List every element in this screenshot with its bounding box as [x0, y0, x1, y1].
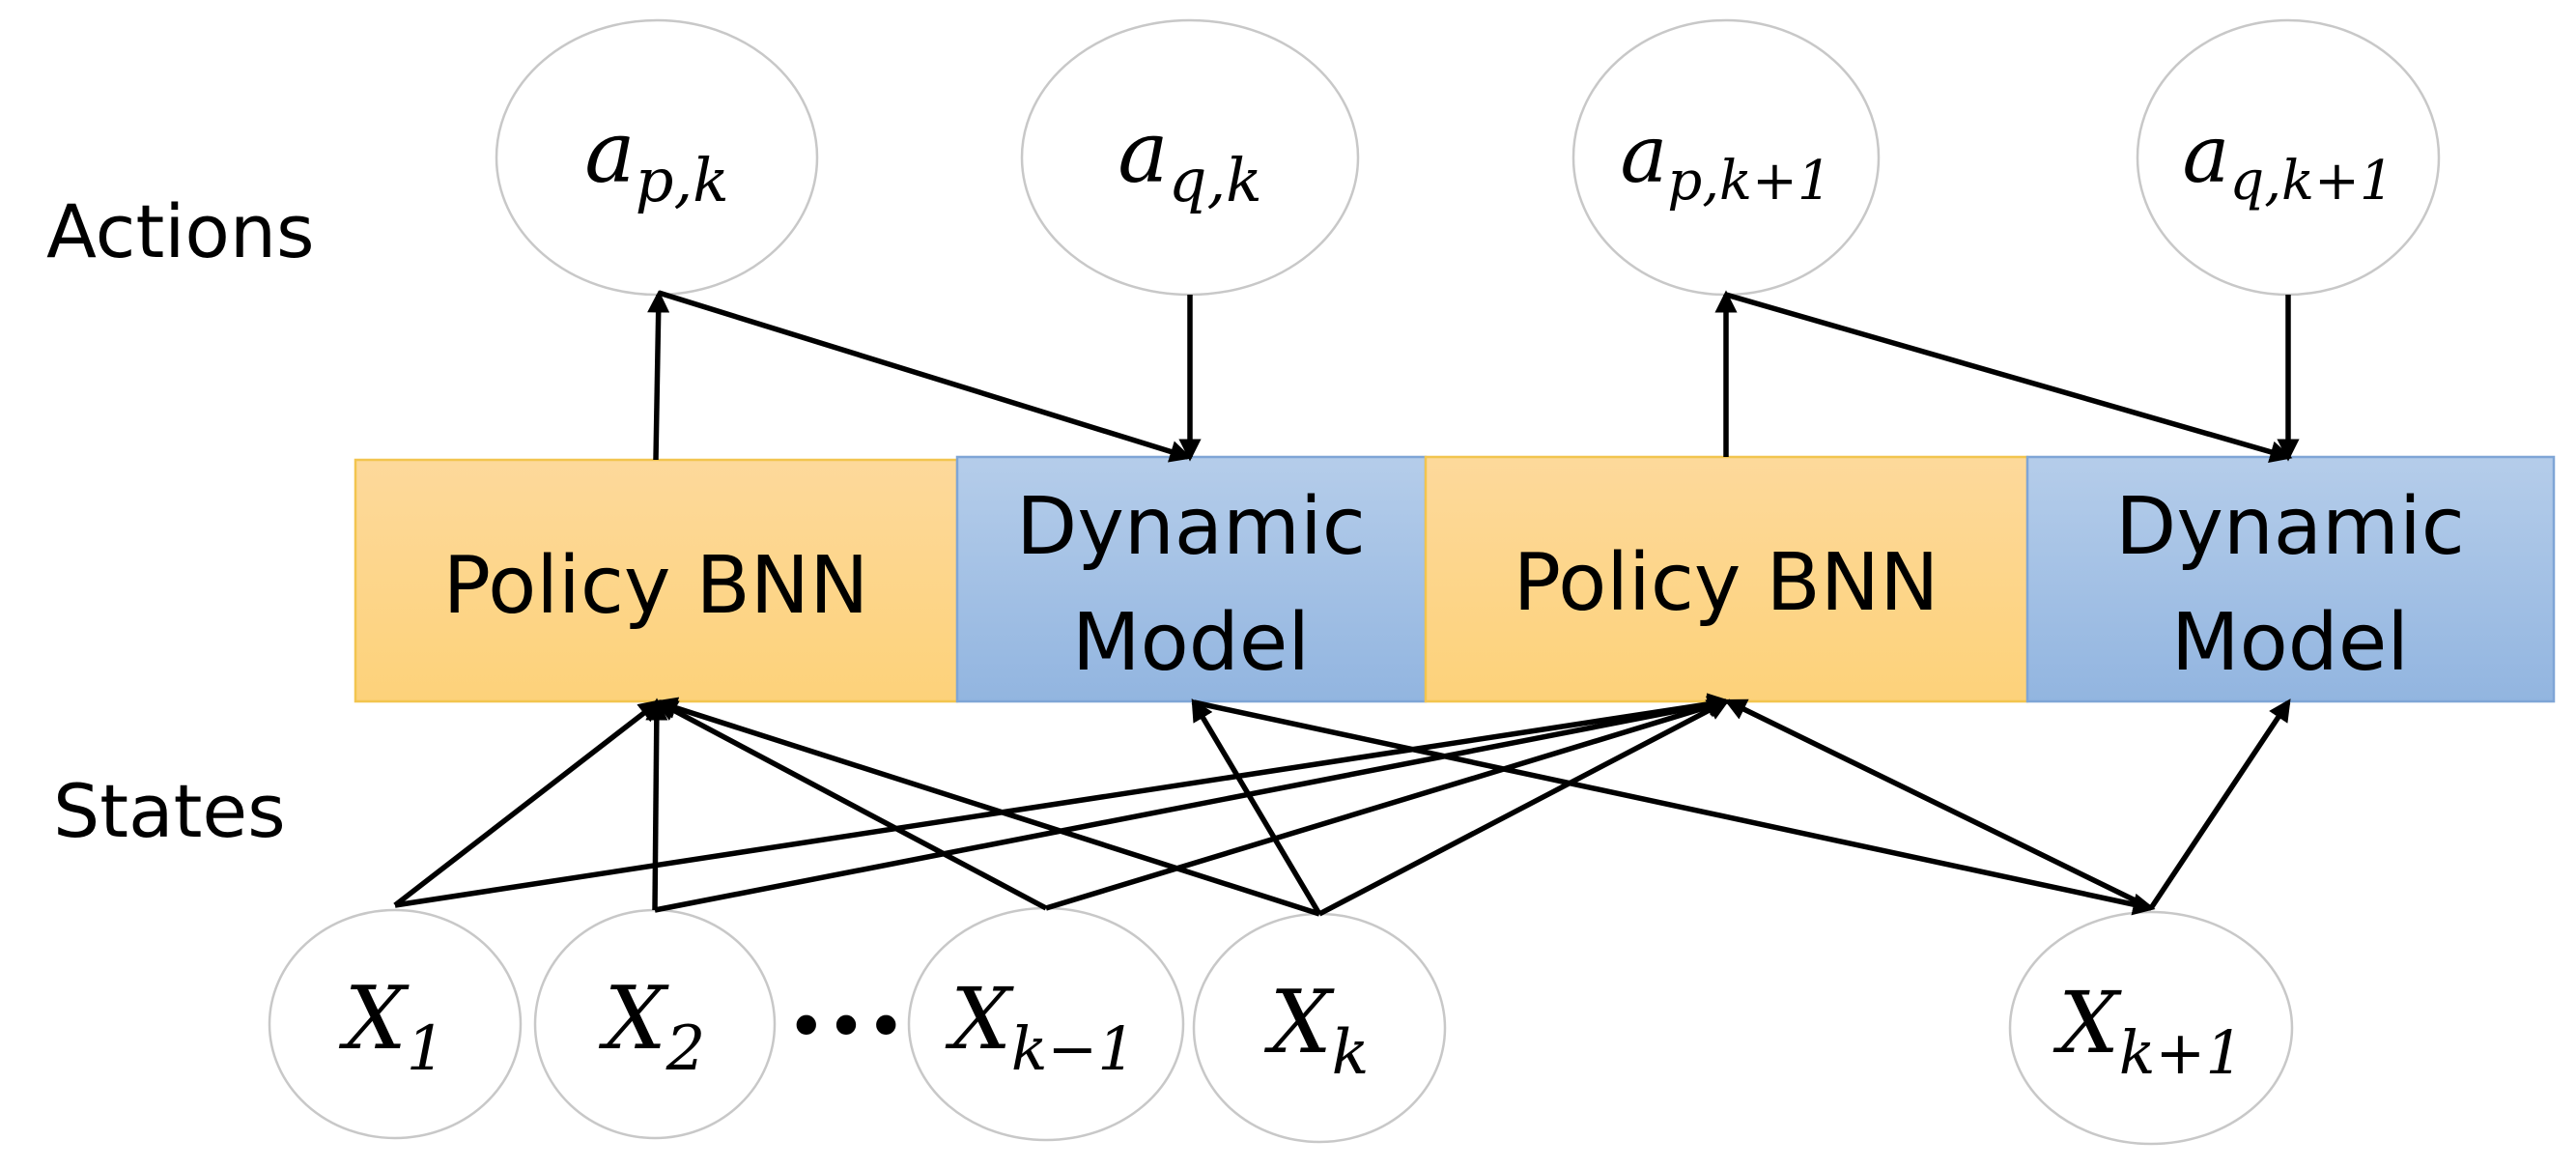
actions-row-label: Actions: [46, 188, 315, 274]
x-k1-sub: k+1: [2119, 1017, 2244, 1088]
states-row-label: States: [53, 768, 286, 854]
action-node-a-p-k1: ap,k+1: [1571, 18, 1881, 297]
edge-a-p-k-to-dynamic1: [658, 290, 1193, 463]
dynamic-model-1-label-line1: Dynamic: [1016, 481, 1366, 573]
policy-bnn-1-label: Policy BNN: [443, 540, 869, 632]
edge-a-p-k1-to-dynamic2: [1725, 292, 2293, 463]
action-node-a-q-k: aq,k: [1020, 18, 1360, 297]
edge-xk-1-to-policy1: [654, 699, 1048, 911]
edge-dynamic1-to-xk1: [1193, 699, 2156, 916]
edge-xk-to-policy1: [654, 697, 1320, 917]
action-nodes: ap,k aq,k ap,k+1 aq,k+1: [495, 18, 2441, 297]
a-q-k1-sub: q,k+1: [2229, 150, 2393, 213]
state-node-x-k1: Xk+1: [2008, 910, 2294, 1146]
policy-bnn-2-label: Policy BNN: [1514, 537, 1939, 629]
edge-xk-to-dynamic1: [1191, 699, 1322, 916]
policy-bnn-block-1: Policy BNN: [354, 458, 959, 703]
x-1-sub: 1: [407, 1013, 446, 1085]
policy-bnn-block-2: Policy BNN: [1424, 455, 2029, 703]
x-1-base: X: [339, 968, 410, 1069]
policy-bnn-1-box: [354, 458, 959, 703]
svg-text:ap,k+1: ap,k+1: [1620, 109, 1831, 213]
edge-policy1-to-a-p-k: [647, 290, 670, 461]
ellipsis-dots: •••: [786, 987, 906, 1067]
svg-text:Xk+1: Xk+1: [2052, 973, 2244, 1088]
state-node-x-k: Xk: [1192, 912, 1447, 1144]
edge-xk-to-policy2: [1317, 699, 1731, 917]
dynamic-model-2-box: [2025, 455, 2556, 703]
state-nodes: X1 X2 ••• Xk−1 Xk Xk+1: [268, 906, 2294, 1146]
svg-text:Xk: Xk: [1264, 972, 1370, 1089]
edge-x2-to-policy1: [645, 698, 668, 911]
action-node-a-p-k: ap,k: [495, 18, 819, 297]
dynamic-model-2-label-line1: Dynamic: [2115, 481, 2465, 573]
edge-xk1-to-policy2: [1723, 699, 2153, 911]
edge-xk-1-to-policy2: [1045, 696, 1731, 911]
action-node-a-q-k1: aq,k+1: [2136, 18, 2441, 297]
x-2-sub: 2: [665, 1013, 706, 1085]
edges-layer: [393, 290, 2300, 917]
x-k-base: X: [1264, 972, 1336, 1073]
state-node-x-k-1: Xk−1: [907, 906, 1185, 1142]
x-k1-base: X: [2052, 973, 2122, 1072]
blocks-layer: Policy BNN Dynamic Model Policy BNN Dyna…: [354, 455, 2556, 703]
svg-text:Xk−1: Xk−1: [945, 969, 1136, 1084]
svg-text:ap,k: ap,k: [584, 102, 728, 215]
dynamic-model-2-label-line2: Model: [2171, 597, 2409, 689]
a-p-k1-sub: p,k+1: [1667, 150, 1831, 213]
a-q-k-sub: q,k: [1169, 145, 1262, 215]
svg-text:X2: X2: [599, 968, 706, 1085]
dynamic-model-block-1: Dynamic Model: [955, 455, 1428, 703]
a-q-k1-base: a: [2182, 109, 2229, 201]
a-p-k1-base: a: [1620, 109, 1667, 201]
edge-x2-to-policy2: [654, 694, 1731, 913]
a-p-k-base: a: [584, 102, 635, 202]
svg-text:aq,k+1: aq,k+1: [2182, 109, 2393, 213]
a-p-k-sub: p,k: [636, 145, 729, 215]
x-k-1-base: X: [945, 969, 1014, 1069]
dynamic-model-block-2: Dynamic Model: [2025, 455, 2556, 703]
svg-text:aq,k: aq,k: [1118, 102, 1261, 215]
edge-xk1-to-dynamic2: [2148, 699, 2291, 910]
edge-x1-to-policy1: [393, 699, 662, 908]
edge-x1-to-policy2: [394, 693, 1731, 908]
a-q-k-base: a: [1118, 102, 1168, 202]
state-node-x-2: X2: [533, 908, 777, 1140]
state-node-x-1: X1: [268, 908, 523, 1140]
x-k-1-sub: k−1: [1011, 1013, 1136, 1084]
dynamic-model-1-box: [955, 455, 1428, 703]
svg-text:X1: X1: [339, 968, 446, 1085]
x-2-base: X: [599, 968, 670, 1069]
dynamic-model-1-label-line2: Model: [1072, 597, 1310, 689]
x-k-sub: k: [1332, 1017, 1370, 1089]
